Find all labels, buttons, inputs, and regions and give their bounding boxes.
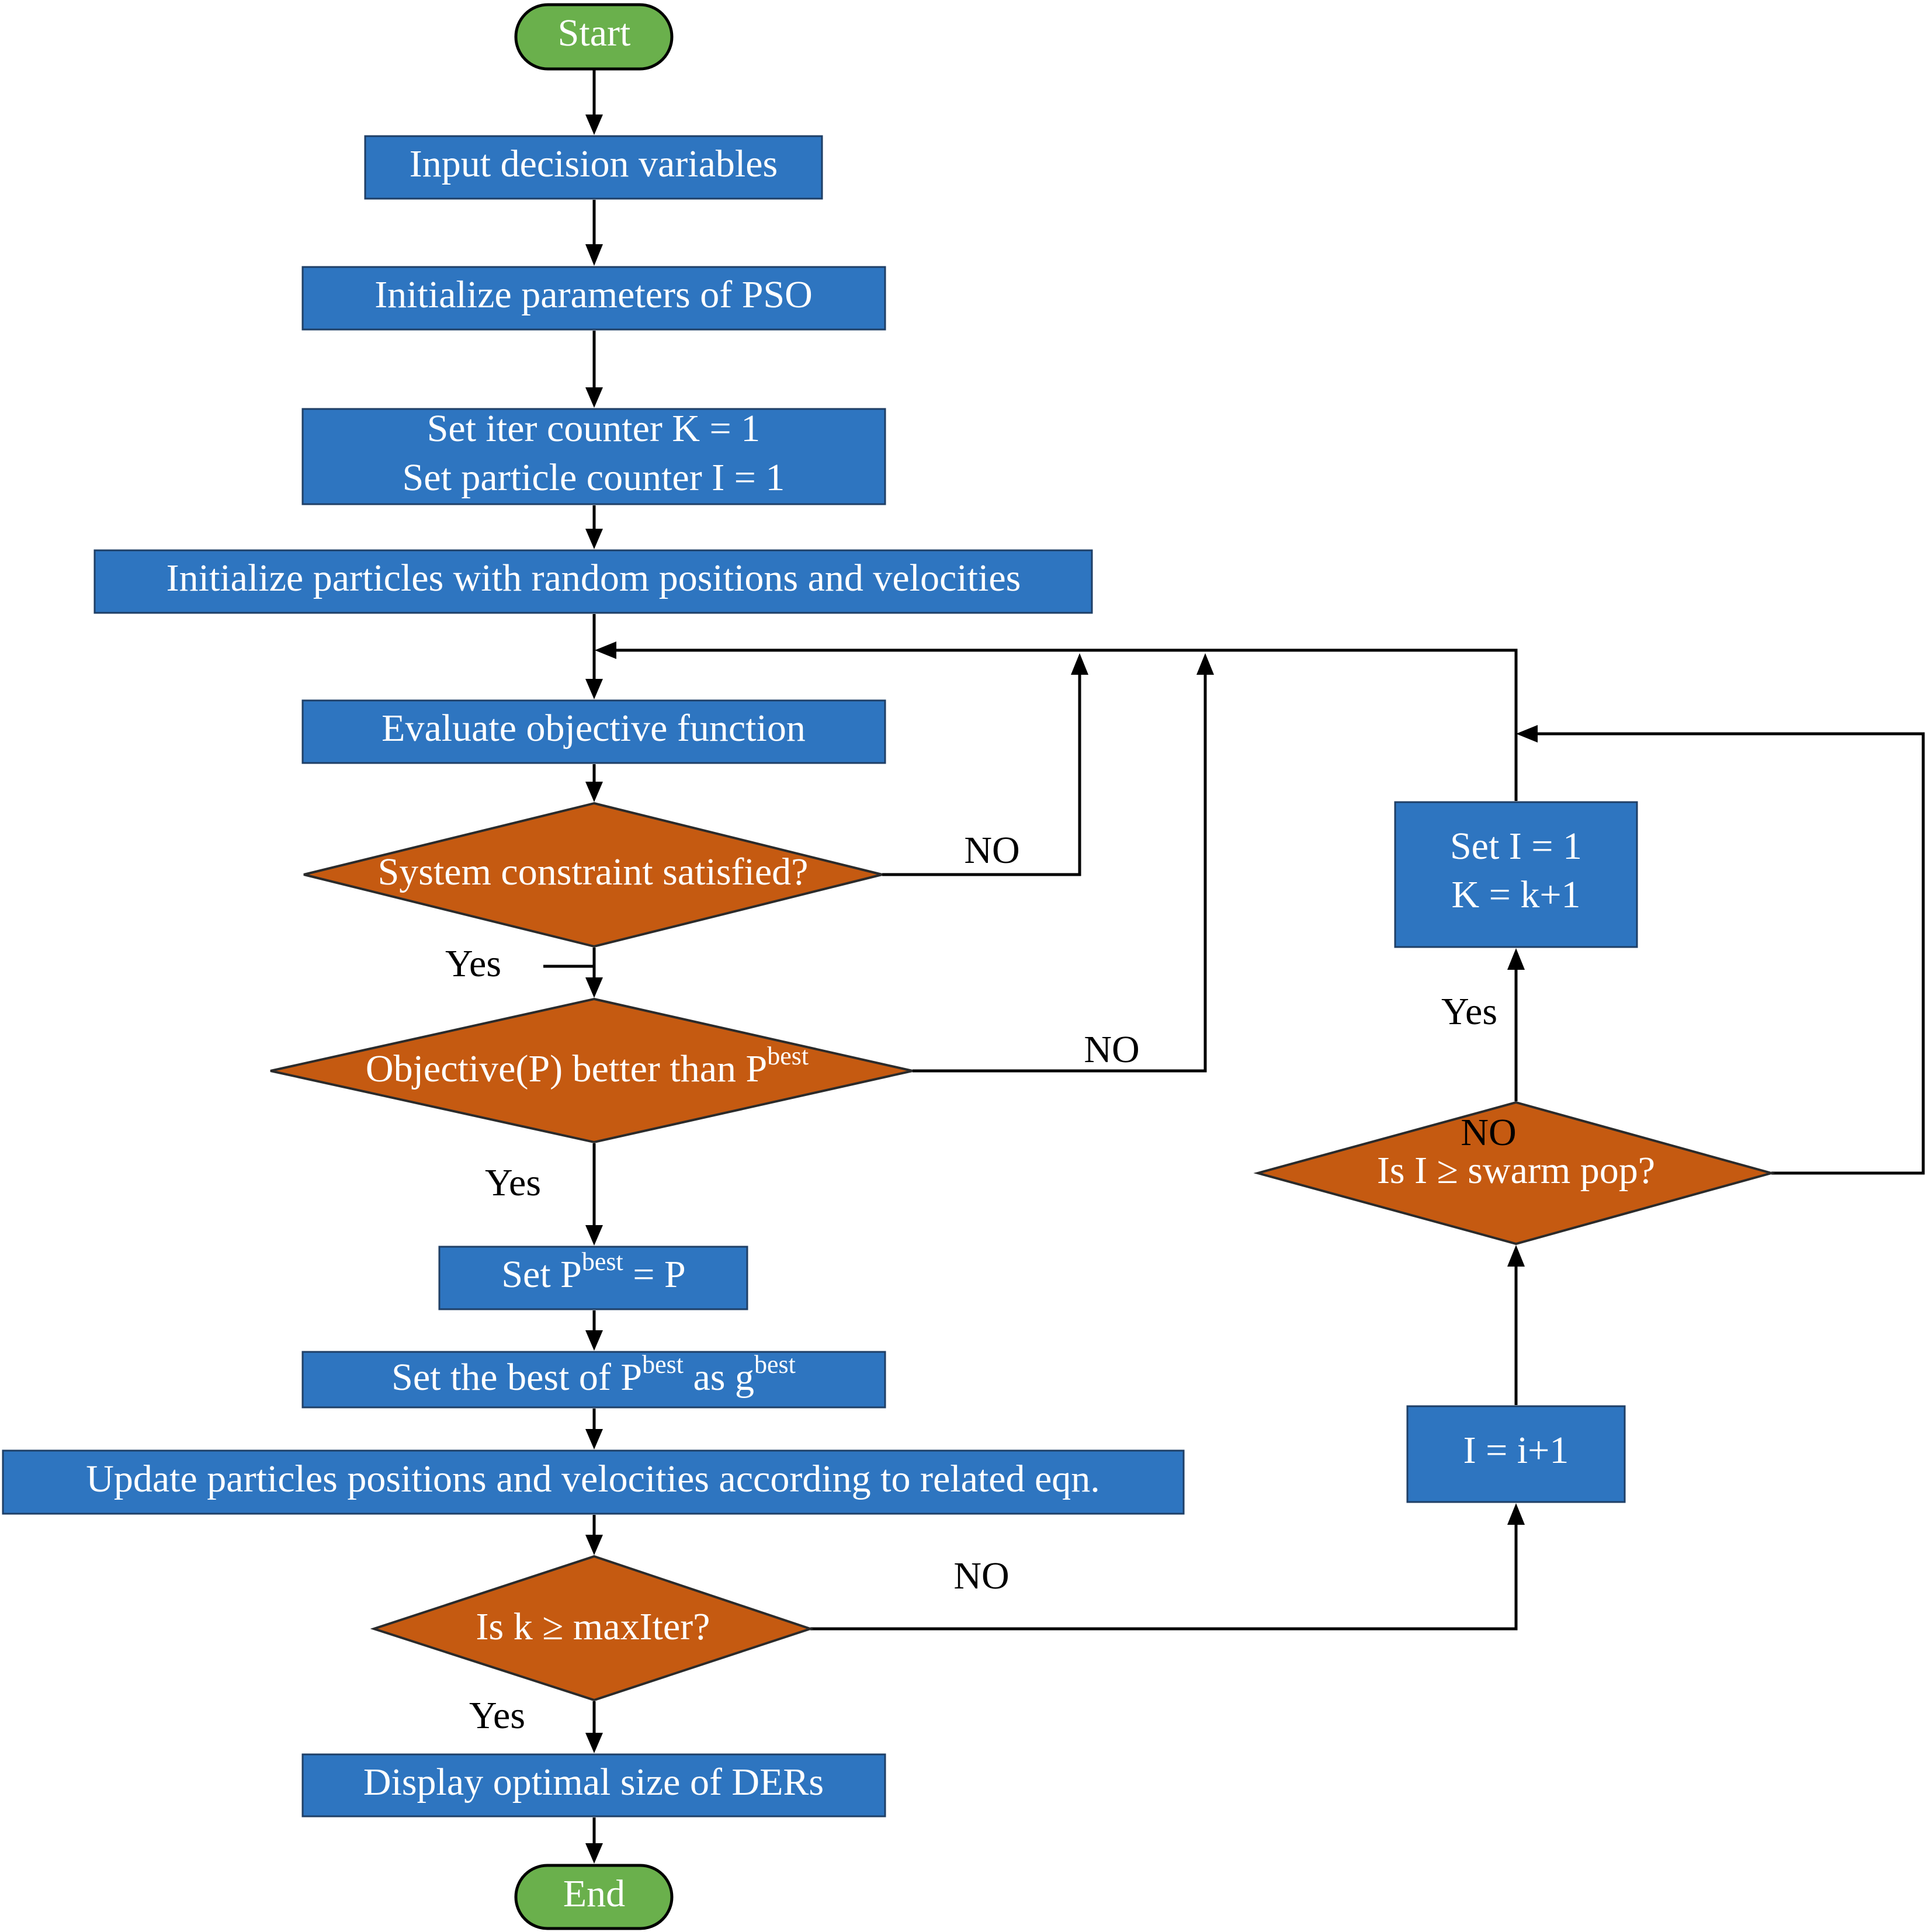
set-pbest-label: Set Pbest = P [501,1247,685,1296]
constraint-decision: System constraint satisfied? [303,802,883,948]
end-label: End [563,1872,625,1915]
arrowhead [595,641,616,659]
increment-i-box: I = i+1 [1406,1405,1626,1503]
flow-edges [543,70,1925,1864]
arrowhead [1507,948,1525,970]
better-yes-label: Yes [485,1161,541,1204]
better-question: Objective(P) better than Pbest [366,1042,809,1090]
set-pbest-box: Set Pbest = P [438,1246,748,1310]
swarm-no-label: NO [1461,1111,1516,1154]
arrowhead [585,1535,603,1555]
maxiter-decision: Is k ≥ maxIter? [370,1555,814,1702]
update-label: Update particles positions and velocitie… [86,1458,1100,1500]
swarm-question: Is I ≥ swarm pop? [1377,1149,1655,1192]
end-terminal: End [514,1864,674,1930]
arrowhead [585,115,603,135]
maxiter-question: Is k ≥ maxIter? [476,1605,710,1648]
arrowhead [585,244,603,266]
init-pso-label: Initialize parameters of PSO [374,273,813,316]
set-gbest-box: Set the best of Pbest as gbest [301,1350,886,1409]
arrowhead [1507,1245,1525,1267]
arrowhead [585,1330,603,1351]
init-pso-box: Initialize parameters of PSO [301,266,886,331]
evaluate-box: Evaluate objective function [301,699,886,764]
arrowhead [1071,653,1088,675]
maxiter-yes-label: Yes [469,1694,525,1737]
update-box: Update particles positions and velocitie… [2,1449,1185,1515]
edge-return-top [613,648,1518,801]
set-particle-counter-label: Set particle counter I = 1 [403,456,785,499]
reset-k-label: K = k+1 [1451,873,1580,916]
better-decision: Objective(P) better than Pbest [270,997,913,1144]
constraint-yes-label: Yes [445,942,501,985]
arrowhead [585,1843,603,1864]
arrowhead [585,387,603,408]
reset-counters-box: Set I = 1 K = k+1 [1394,801,1638,948]
init-particles-label: Initialize particles with random positio… [167,557,1021,599]
better-no-label: NO [1084,1028,1139,1071]
arrowhead [1196,653,1214,675]
arrowhead [585,782,603,802]
constraint-no-label: NO [964,829,1019,872]
edge-constraint-no [882,672,1081,876]
arrowhead [585,977,603,998]
maxiter-no-label: NO [953,1555,1009,1597]
arrowhead [1516,725,1538,743]
arrowhead [1507,1503,1525,1525]
input-variables-box: Input decision variables [364,135,823,200]
reset-i-label: Set I = 1 [1450,825,1582,868]
arrowhead [585,679,603,699]
start-terminal: Start [514,3,674,71]
edge-swarm-no [1536,732,1925,1175]
evaluate-label: Evaluate objective function [381,707,806,750]
increment-i-label: I = i+1 [1463,1429,1569,1472]
edge-maxiter-no [810,1524,1518,1631]
arrowhead [585,1225,603,1246]
swarm-yes-label: Yes [1441,990,1497,1033]
input-variables-label: Input decision variables [410,143,778,185]
set-counters-box: Set iter counter K = 1 Set particle coun… [301,407,886,505]
arrowhead [585,1429,603,1449]
display-label: Display optimal size of DERs [363,1761,824,1803]
set-iter-counter-label: Set iter counter K = 1 [427,407,761,450]
set-gbest-label: Set the best of Pbest as gbest [391,1350,796,1399]
start-label: Start [558,12,631,54]
swarm-decision: Is I ≥ swarm pop? [1253,1101,1776,1246]
arrowhead [585,529,603,549]
arrowhead [585,1733,603,1753]
constraint-question: System constraint satisfied? [378,851,809,893]
display-box: Display optimal size of DERs [301,1753,886,1817]
edge-better-no [913,672,1207,1073]
edge-labels: NO Yes NO Yes NO Yes NO Yes [445,829,1517,1737]
init-particles-box: Initialize particles with random positio… [93,549,1093,614]
